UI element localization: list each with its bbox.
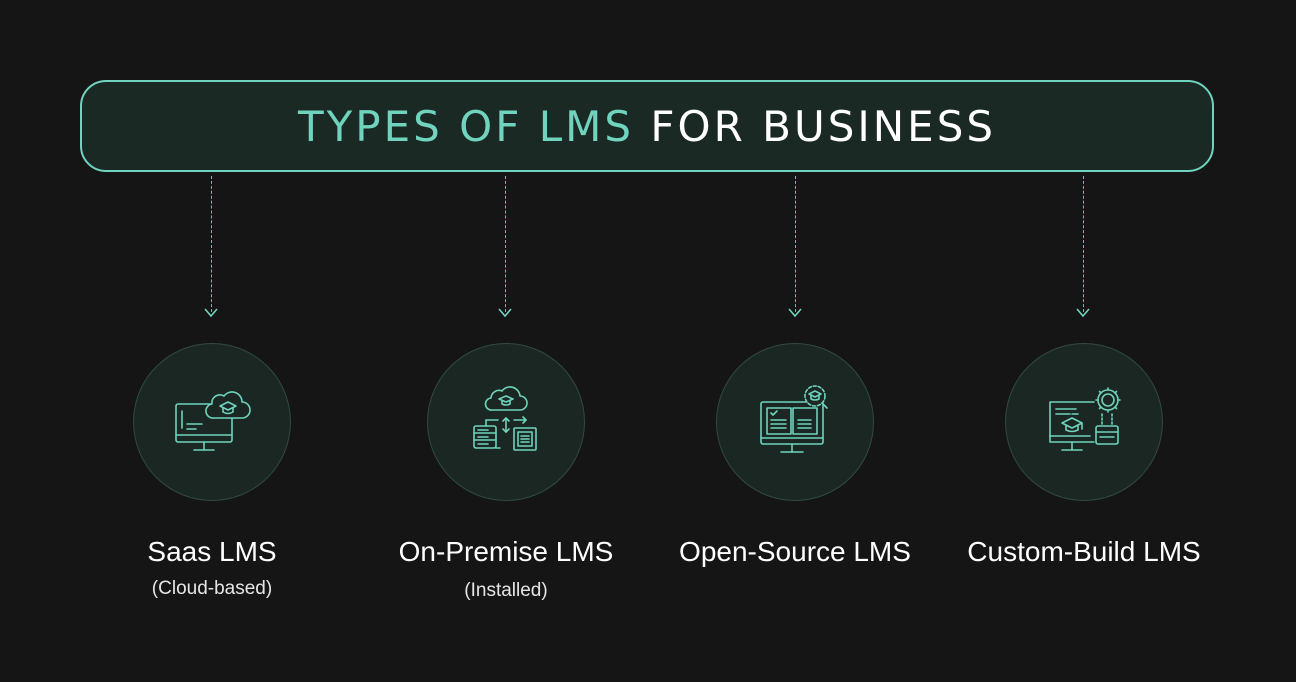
cloud-computer-icon (175, 391, 251, 451)
on-premise-lms-sublabel: (Installed) (464, 580, 548, 601)
page-title: TYPES OF LMS FOR BUSINESS (298, 102, 996, 151)
saas-lms-label: Saas LMS (147, 536, 277, 567)
title-plain: FOR BUSINESS (650, 101, 997, 151)
title-accent: TYPES OF LMS (297, 101, 635, 151)
saas-lms-node (133, 343, 291, 501)
open-source-lms-label: Open-Source LMS (679, 536, 911, 567)
arrow-down-icon (1076, 308, 1090, 318)
saas-lms-sublabel: (Cloud-based) (151, 578, 273, 599)
connector-line-saas (211, 176, 212, 312)
on-premise-lms-label: On-Premise LMS (398, 536, 614, 567)
on-premise-lms-node (427, 343, 585, 501)
arrow-down-icon (788, 308, 802, 318)
connector-line-custom (1083, 176, 1084, 312)
open-source-lms-node (716, 343, 874, 501)
cloud-server-sync-icon (473, 386, 537, 451)
arrow-down-icon (498, 308, 512, 318)
custom-build-gear-icon (1049, 387, 1121, 451)
arrow-down-icon (204, 308, 218, 318)
connector-line-opensource (795, 176, 796, 312)
connector-line-onpremise (505, 176, 506, 312)
open-book-monitor-icon (760, 385, 828, 453)
title-banner: TYPES OF LMS FOR BUSINESS (80, 80, 1214, 172)
custom-build-lms-label: Custom-Build LMS (967, 536, 1201, 567)
custom-build-lms-node (1005, 343, 1163, 501)
